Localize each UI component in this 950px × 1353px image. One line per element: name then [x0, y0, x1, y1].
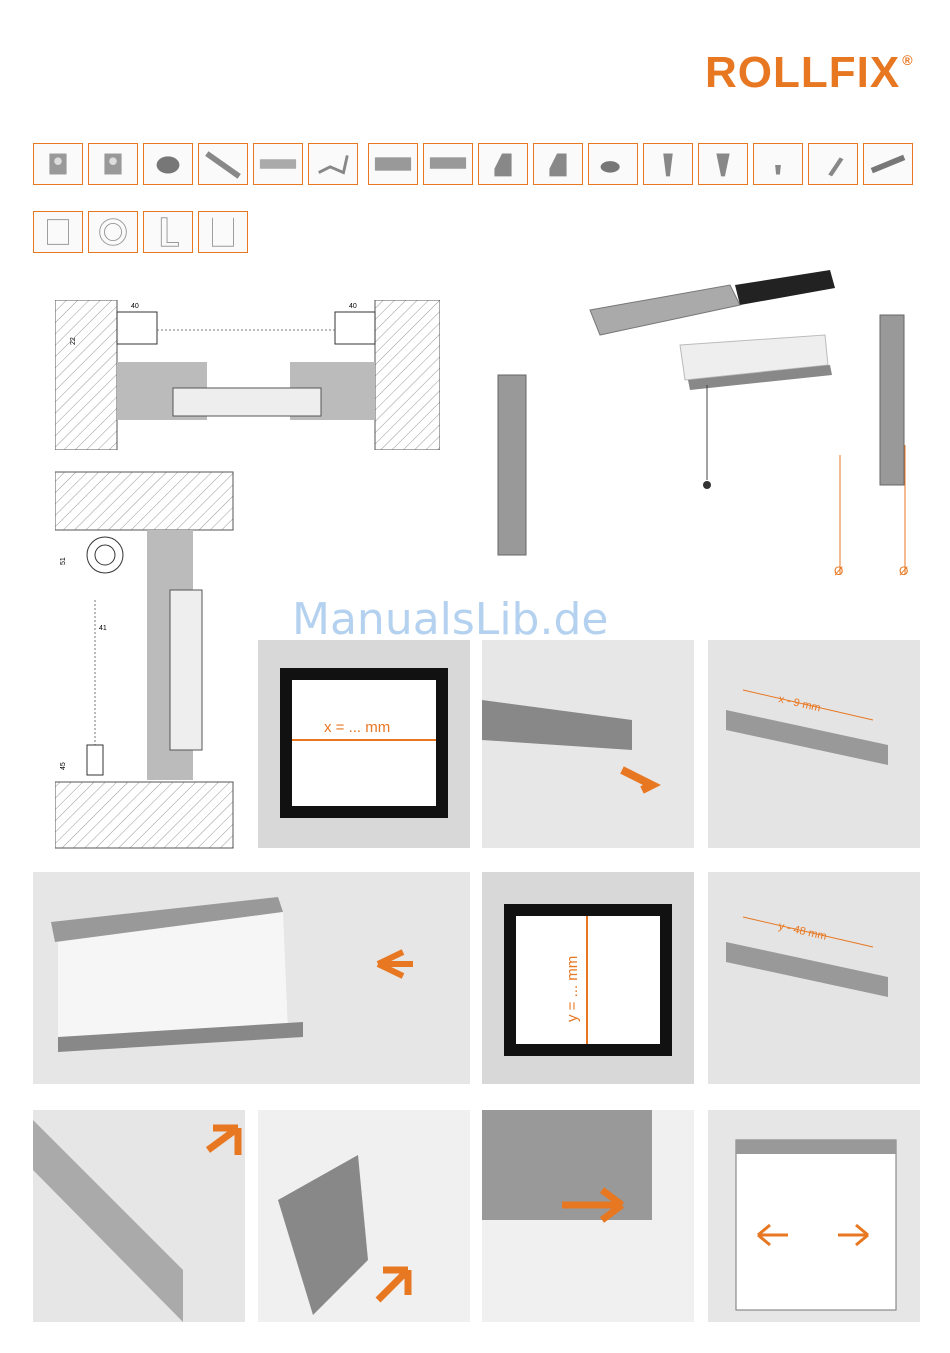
part-rail-long-icon [423, 143, 473, 185]
part-pull-knob-icon [588, 143, 638, 185]
step-cut-height: y - 48 mm [708, 872, 920, 1084]
top-view-drawing: 40 40 22 [55, 300, 440, 450]
step-cut-width: x - 9 mm [708, 640, 920, 848]
brand-logo: ROLLFIX® [705, 48, 914, 98]
label-x-minus: x - 9 mm [777, 693, 821, 714]
dim-height: 51 [60, 557, 67, 565]
watermark: ManualsLib.de [292, 594, 608, 645]
part-corner-left-icon [478, 143, 528, 185]
part-bracket-left-icon [33, 143, 83, 185]
step-cut-profile [482, 640, 694, 848]
step-measure-height: y = ... mm [482, 872, 694, 1084]
profile-bottom-rail-icon [143, 211, 193, 253]
label-x: x = ... mm [324, 719, 390, 736]
part-spring-shaft-icon [198, 143, 248, 185]
part-wedge-b-icon [698, 143, 748, 185]
part-corner-right-icon [533, 143, 583, 185]
profile-tube-icon [88, 211, 138, 253]
part-bracket-right-icon [88, 143, 138, 185]
part-wedge-c-icon [753, 143, 803, 185]
label-y: y = ... mm [564, 956, 581, 1022]
step-attach-end-cap [258, 1110, 470, 1322]
step-final-mount [708, 1110, 920, 1322]
side-view-drawing: 51 41 45 [55, 470, 235, 850]
profile-side-guide-icon [198, 211, 248, 253]
dim-bottom: 45 [60, 762, 67, 770]
part-handle-icon [253, 143, 303, 185]
step-insert-brush [33, 1110, 245, 1322]
part-wedge-d-icon [808, 143, 858, 185]
part-clip-icon [308, 143, 358, 185]
step-assemble-head [33, 872, 470, 1084]
step-measure-width: x = ... mm [258, 640, 470, 848]
profile-cassette-icon [33, 211, 83, 253]
dim-top-right: 40 [349, 303, 357, 310]
dim-top-left: 40 [131, 303, 139, 310]
dim-width: 41 [99, 625, 107, 632]
label-y-minus: y - 48 mm [777, 920, 827, 943]
diameter-a: Ø [834, 564, 843, 578]
step-fix-screws [482, 1110, 694, 1322]
part-screw-anchor-icon [863, 143, 913, 185]
part-wedge-a-icon [643, 143, 693, 185]
dim-side: 22 [70, 337, 77, 345]
exploded-view: Ø Ø [480, 240, 920, 600]
diameter-b: Ø [899, 564, 908, 578]
part-end-cap-icon [143, 143, 193, 185]
part-rail-short-icon [368, 143, 418, 185]
